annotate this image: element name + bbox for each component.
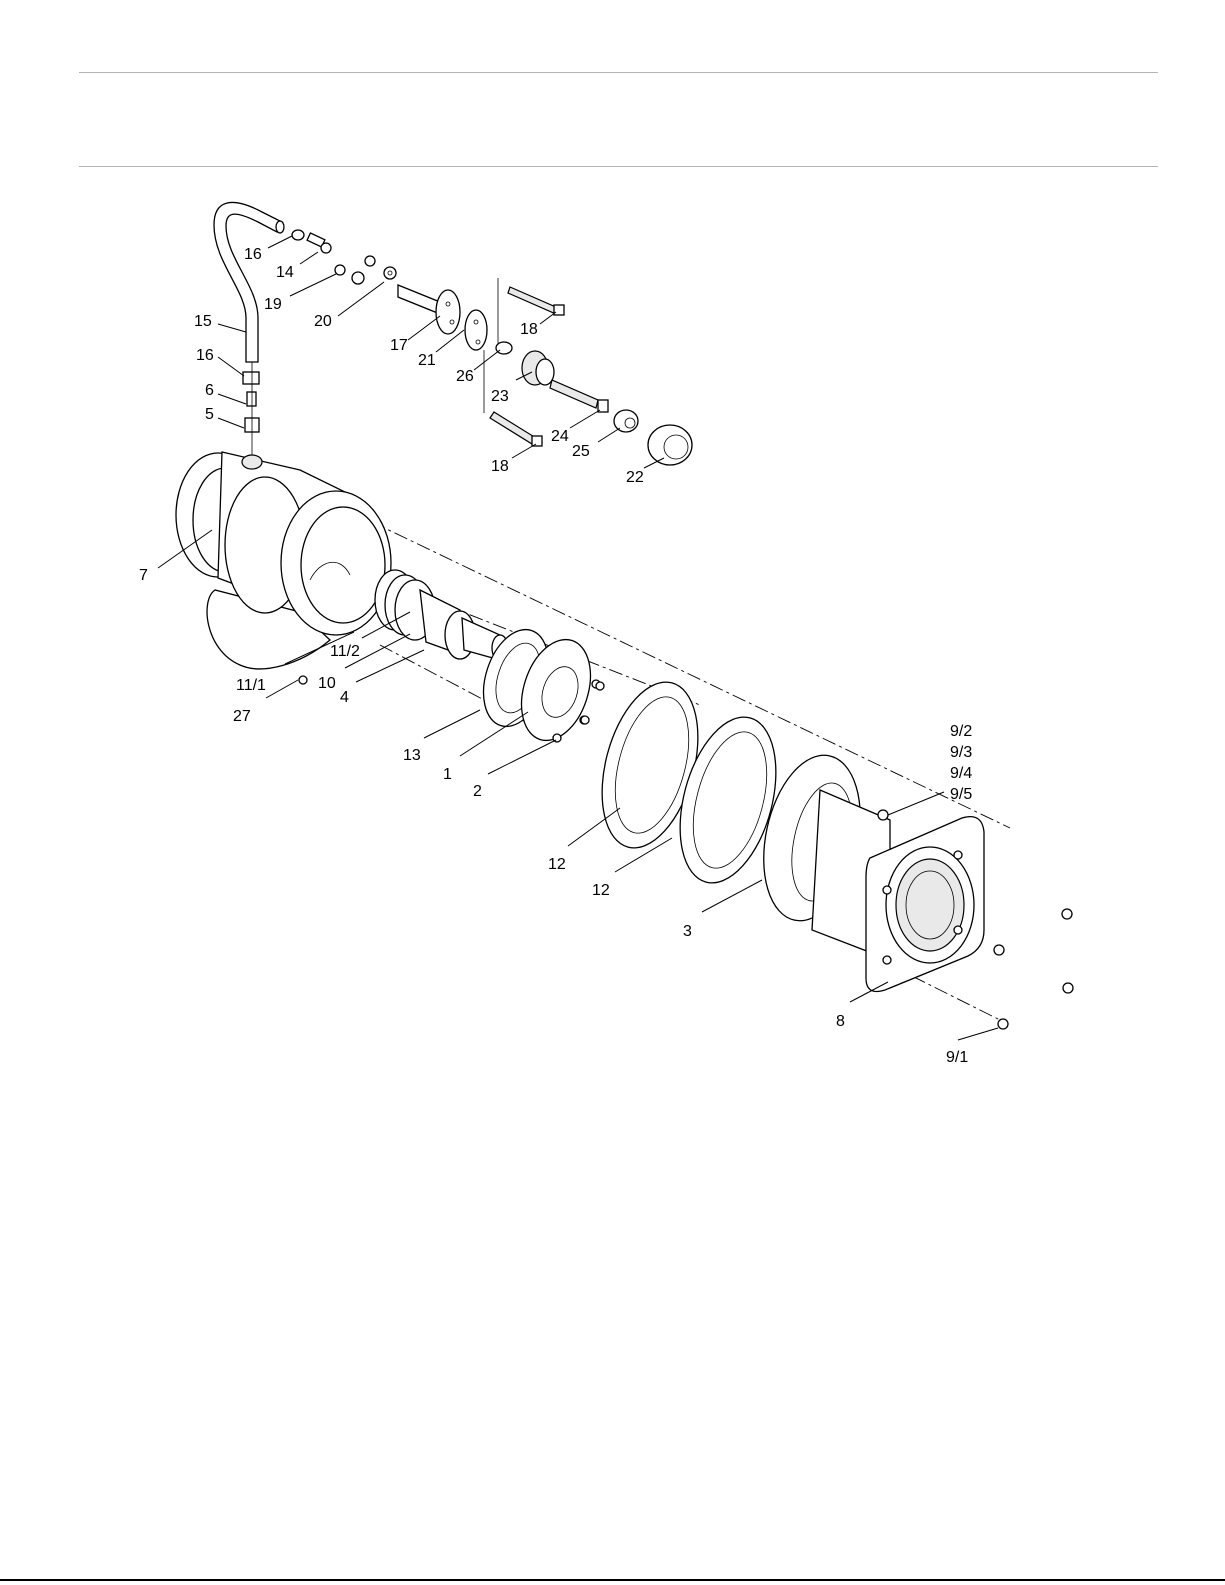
label-11-2: 11/2 [330, 643, 360, 660]
label-9-3: 9/3 [950, 744, 972, 761]
label-18-top: 18 [520, 321, 538, 338]
bent-pipe [214, 202, 284, 362]
label-12-second: 12 [592, 882, 610, 899]
label-24: 24 [551, 428, 569, 445]
injector-holder-assembly [398, 278, 692, 465]
label-16-lower: 16 [196, 347, 214, 364]
label-7: 7 [139, 567, 148, 584]
label-10: 10 [318, 675, 336, 692]
burner-housing [176, 452, 391, 669]
label-16-top: 16 [244, 246, 262, 263]
label-13: 13 [403, 747, 421, 764]
label-22: 22 [626, 469, 644, 486]
flame-tube-and-plate [750, 746, 984, 991]
pipe-fittings [292, 230, 396, 284]
label-12-first: 12 [548, 856, 566, 873]
label-5: 5 [205, 406, 214, 423]
label-15: 15 [194, 313, 212, 330]
footer-rule [0, 1579, 1225, 1581]
label-27: 27 [233, 708, 251, 725]
label-6: 6 [205, 382, 214, 399]
large-gaskets [585, 672, 792, 894]
label-14: 14 [276, 264, 294, 281]
label-21: 21 [418, 352, 436, 369]
label-11-1: 11/1 [236, 677, 266, 694]
label-26: 26 [456, 368, 474, 385]
label-9-1: 9/1 [946, 1049, 968, 1066]
label-3: 3 [683, 923, 692, 940]
label-8: 8 [836, 1013, 845, 1030]
label-9-4: 9/4 [950, 765, 972, 782]
label-1: 1 [443, 766, 452, 783]
label-9-5: 9/5 [950, 786, 972, 803]
label-25: 25 [572, 443, 590, 460]
combustion-tube-parts [375, 570, 508, 661]
label-17: 17 [390, 337, 408, 354]
label-2: 2 [473, 783, 482, 800]
label-19: 19 [264, 296, 282, 313]
label-4: 4 [340, 689, 349, 706]
label-20: 20 [314, 313, 332, 330]
label-23: 23 [491, 388, 509, 405]
label-18-bottom: 18 [491, 458, 509, 475]
nozzle-fittings [243, 362, 259, 458]
label-9-2: 9/2 [950, 723, 972, 740]
